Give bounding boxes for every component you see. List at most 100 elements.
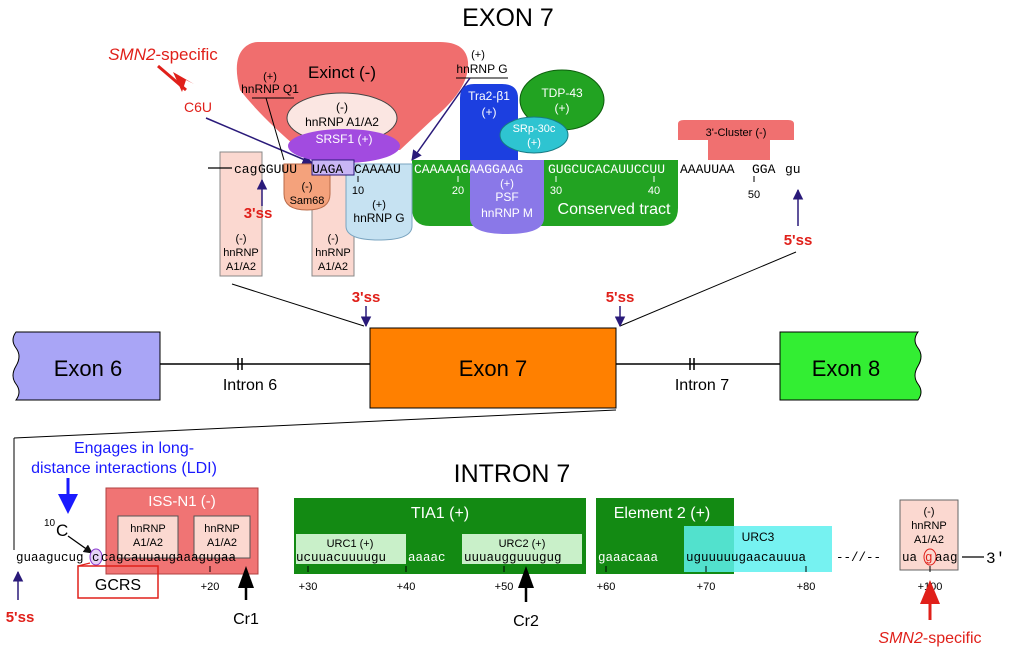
cr1-label: Cr1	[233, 611, 259, 628]
tick-20: 20	[452, 185, 464, 197]
iss-hnrnp-box-a	[117, 515, 179, 559]
intron7-label: Intron 7	[675, 377, 729, 394]
hnrnp-g-bottom-sign: (+)	[372, 199, 386, 211]
intron7-title: INTRON 7	[454, 460, 571, 488]
tick-50: 50	[748, 189, 760, 201]
smn2-variant-circle	[923, 548, 937, 566]
intron7-sequence: guaagucug c cagcauuaugaaagugaa ucuuacuuu…	[16, 551, 958, 565]
c10-label: C	[56, 521, 68, 540]
uaga-highlight	[311, 159, 355, 176]
c6u-label: C6U	[184, 99, 212, 115]
box-right-line2: A1/A2	[914, 534, 944, 546]
box2-line1: hnRNP	[315, 247, 350, 259]
tia1-label: TIA1 (+)	[411, 505, 469, 522]
smn2-red-arrow-shaft-top	[157, 64, 187, 92]
ss3-mid-label: 3'ss	[352, 289, 381, 306]
gcrs-box	[77, 565, 159, 599]
tdp43-label: TDP-43	[541, 86, 583, 100]
urc3-label: URC3	[742, 530, 775, 544]
exon7-title: EXON 7	[462, 4, 554, 32]
exon6-box	[12, 331, 161, 401]
iss-box-b-line1: hnRNP	[204, 523, 239, 535]
srsf1-ellipse	[288, 129, 400, 163]
tick-10: 10	[352, 185, 364, 197]
c10-circle	[89, 548, 103, 566]
cluster3-label: 3'-Cluster (-)	[706, 127, 767, 139]
smn2-specific-label-top: SMN2-specific	[108, 45, 218, 64]
hnrnp-g-bottom-shape	[345, 163, 413, 241]
tick-p20: +20	[201, 581, 220, 593]
tick-30: 30	[550, 185, 562, 197]
exon7-box	[369, 327, 617, 409]
tra2-b1-sign: (+)	[482, 105, 497, 119]
cluster3-shape	[678, 120, 794, 160]
tick-p70: +70	[697, 581, 716, 593]
urc1-box	[296, 534, 406, 564]
exon7-sequence: cag GGUUU UAGA CAAAAU CAAAAAGAAGGAAG GUG…	[234, 162, 801, 177]
smn2-bottom-arrow-head	[920, 580, 940, 604]
iss-box-b-line2: A1/A2	[207, 537, 237, 549]
c6u-pointer	[205, 117, 313, 165]
hnrnp-a1a2-box-left	[219, 151, 263, 277]
ldi-line1: Engages in long-	[74, 440, 194, 457]
hnrnp-g-bottom-label: hnRNP G	[353, 211, 404, 225]
iss-box-a-line1: hnRNP	[130, 523, 165, 535]
urc2-box	[462, 534, 582, 564]
exon7-ticks: 10 20 30 40 50	[352, 176, 760, 201]
element2-label: Element 2 (+)	[614, 505, 710, 522]
srp30c-sign: (+)	[527, 137, 541, 149]
ss5-mid-label: 5'ss	[606, 289, 635, 306]
seq-3prime-end: 3'	[986, 550, 1005, 568]
urc1-label: URC1 (+)	[327, 538, 374, 550]
srp30c-label: SRp-30c	[513, 123, 556, 135]
zoom-line-right-top	[619, 251, 797, 327]
urc2-label: URC2 (+)	[499, 538, 546, 550]
iss-n1-label: ISS-N1 (-)	[148, 493, 216, 510]
hnrnp-g-top-pointer	[411, 77, 471, 161]
smn2-specific-label-bottom: SMN2-specific	[878, 630, 981, 647]
c10-sup: 10	[44, 518, 56, 529]
cr2-arrow-head	[518, 566, 534, 588]
box1-line2: A1/A2	[226, 261, 256, 273]
box2-sign: (-)	[328, 233, 339, 245]
tick-p50: +50	[495, 581, 514, 593]
srsf1-label: SRSF1 (+)	[315, 132, 372, 146]
ss3-top-label: 3'ss	[244, 205, 273, 222]
intron7-ticks: +20 +30 +40 +50 +60 +70 +80 +100	[201, 566, 942, 593]
tick-p40: +40	[397, 581, 416, 593]
exon8-label: Exon 8	[812, 356, 881, 381]
hnrnp-a1a2-sign: (-)	[336, 100, 348, 114]
psf-label: PSF	[495, 190, 518, 204]
box1-line1: hnRNP	[223, 247, 258, 259]
urc3-box	[684, 526, 832, 572]
tick-p60: +60	[597, 581, 616, 593]
sam68-sign: (-)	[302, 181, 313, 193]
cr1-arrow-head	[238, 566, 254, 588]
c10-pointer	[67, 535, 93, 554]
conserved-tract-label: Conserved tract	[558, 201, 671, 218]
box1-sign: (-)	[236, 233, 247, 245]
ss5-bottom-label: 5'ss	[6, 609, 35, 626]
gcrs-label: GCRS	[95, 577, 141, 594]
psf-sign: (+)	[500, 178, 514, 190]
hnrnp-a1a2-label: hnRNP A1/A2	[305, 115, 379, 129]
srp30c-ellipse	[499, 116, 569, 154]
tdp43-sign: (+)	[555, 101, 570, 115]
box2-line2: A1/A2	[318, 261, 348, 273]
tick-p30: +30	[299, 581, 318, 593]
exon6-label: Exon 6	[54, 356, 123, 381]
hnrnp-q1-sign: (+)	[263, 71, 277, 83]
gcrs-connector	[77, 562, 91, 567]
smn2-red-arrow-top	[173, 72, 194, 92]
tick-40: 40	[648, 185, 660, 197]
ldi-line2: distance interactions (LDI)	[31, 460, 217, 477]
box-right-sign: (-)	[924, 506, 935, 518]
ldi-arrow-head	[58, 494, 78, 514]
hnrnp-q1-label: hnRNP Q1	[241, 82, 299, 96]
zoom-line-bottom	[13, 409, 617, 439]
iss-hnrnp-box-b	[193, 515, 251, 559]
exinct-label: Exinct (-)	[308, 63, 376, 82]
zoom-line-left-top	[231, 283, 365, 327]
ss5-top-label: 5'ss	[784, 232, 813, 249]
